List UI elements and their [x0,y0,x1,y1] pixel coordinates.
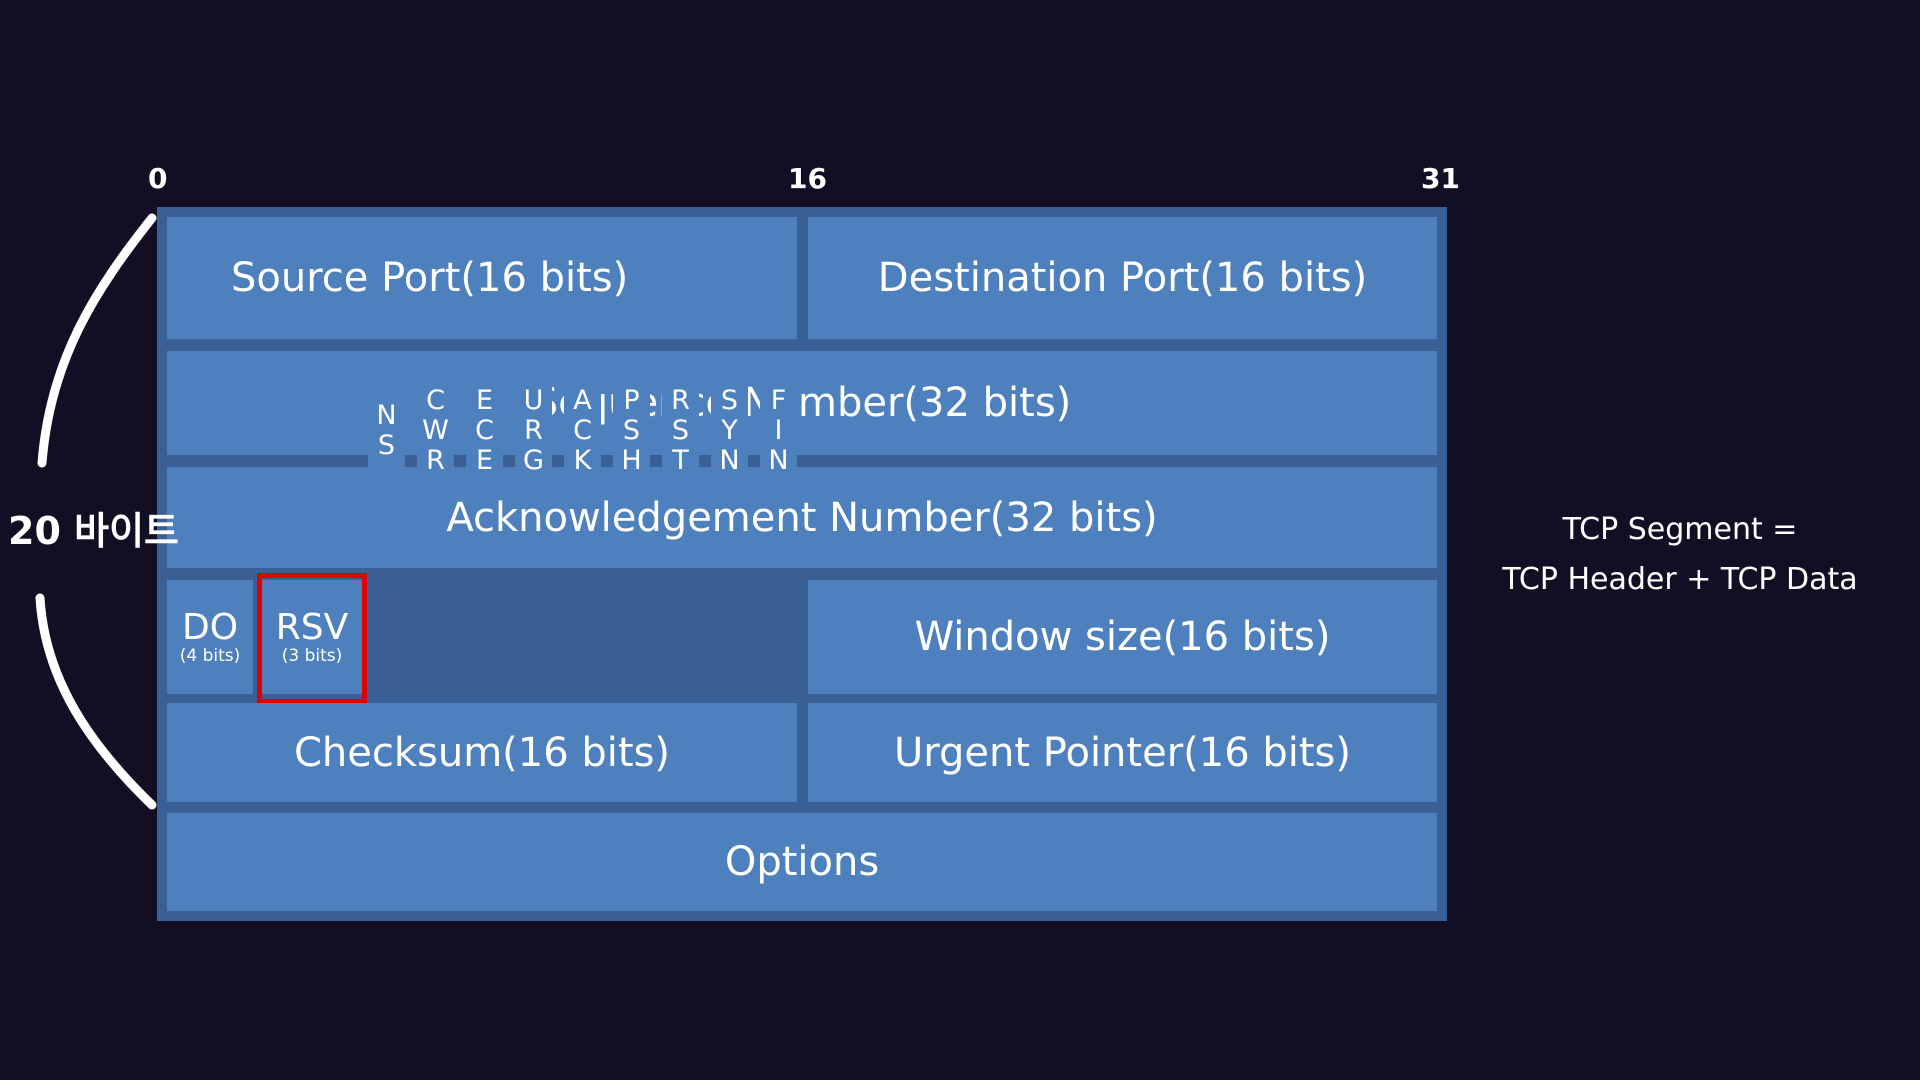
segment-note-line1: TCP Segment = [1562,512,1798,547]
flag-letter: Y [721,415,738,446]
bit-marker-31: 31 [1421,162,1460,195]
destination-port-field: Destination Port(16 bits) [808,217,1437,339]
flag-letter: A [573,385,592,416]
window-size-field: Window size(16 bits) [808,580,1437,694]
flag-letter: E [475,385,494,416]
flag-letter: S [377,430,396,461]
checksum-label: Checksum(16 bits) [293,729,671,776]
flag-letter: P [623,385,640,416]
flag-letter: R [524,415,543,446]
data-offset-field: DO (4 bits) [167,580,253,694]
flag-letter: U [523,385,544,416]
data-offset-size: (4 bits) [179,646,241,666]
reserved-highlight-box [257,573,367,704]
flag-letter: C [573,415,592,446]
data-offset-label: DO [181,607,239,648]
destination-port-label: Destination Port(16 bits) [877,255,1368,301]
flag-letter: E [475,445,494,476]
flag-letter: R [426,445,445,476]
flag-letter: C [475,415,494,446]
flag-letter: T [672,445,689,476]
flag-letter: S [671,415,690,446]
options-field: Options [167,813,1437,911]
reserved-label: RSV [275,607,349,648]
bit-marker-16: 16 [788,162,827,195]
urgent-pointer-label: Urgent Pointer(16 bits) [894,729,1351,776]
source-port-label: Source Port(16 bits) [231,255,629,301]
flag-letter: C [426,385,445,416]
flag-letter: W [422,415,449,446]
segment-note: TCP Segment = TCP Header + TCP Data [1470,505,1890,605]
flag-letter: S [720,385,739,416]
header-size-label: 20 바이트 [8,509,179,553]
bit-marker-0: 0 [148,162,168,195]
segment-note-line2: TCP Header + TCP Data [1502,562,1858,597]
acknowledgement-number-field: Acknowledgement Number(32 bits) [167,467,1437,568]
sequence-number-field: Sequence Number(32 bits) [167,351,1437,455]
window-size-label: Window size(16 bits) [914,614,1331,660]
source-port-field: Source Port(16 bits) [167,217,797,339]
checksum-field: Checksum(16 bits) [167,703,797,802]
flag-letter: G [523,445,544,476]
urgent-pointer-field: Urgent Pointer(16 bits) [808,703,1437,802]
reserved-field: RSV (3 bits) [262,580,362,694]
flag-letter: N [768,445,789,476]
flag-letter: H [621,445,642,476]
flag-letter: F [770,385,787,416]
acknowledgement-number-label: Acknowledgement Number(32 bits) [446,494,1158,541]
reserved-size: (3 bits) [281,646,343,666]
flag-letter: N [719,445,740,476]
flag-letter: I [774,415,783,446]
brace-icon [35,213,157,810]
flag-letter: N [376,400,397,431]
flag-letter: K [573,445,592,476]
flag-letter: R [671,385,690,416]
options-label: Options [724,839,880,885]
flag-letter: S [622,415,641,446]
